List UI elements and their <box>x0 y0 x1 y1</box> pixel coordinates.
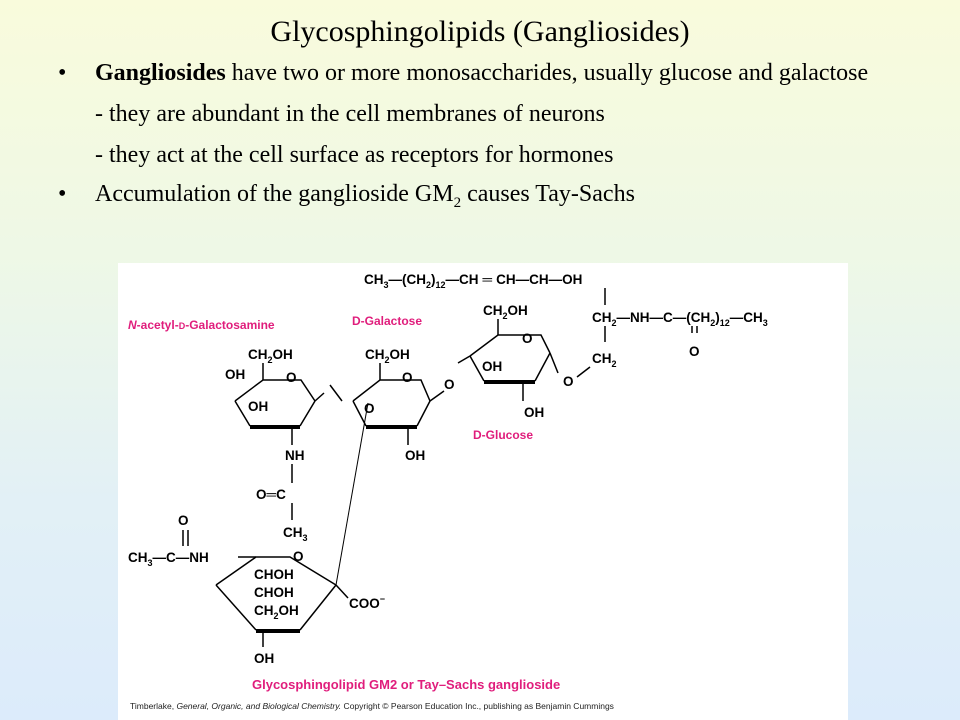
glycosidic-oxygen-2: O <box>444 377 455 392</box>
galactose-ring-top <box>352 379 431 402</box>
gm2-structure-diagram: CH3—(CH2)12—CH═CH—CH—OH CH2—NH—C—(CH2)12… <box>128 272 768 711</box>
amide-carbonyl: O═C <box>256 487 286 502</box>
sialic-ring-top <box>215 556 337 586</box>
glucose-label: D-Glucose <box>473 428 533 442</box>
ch2-linker: CH2 <box>592 351 617 369</box>
galnac-label: N-acetyl-D-Galactosamine <box>128 318 275 332</box>
bond <box>352 400 367 427</box>
glucose-oh: OH <box>482 359 502 374</box>
bond <box>534 352 551 382</box>
figure-credit: Timberlake, General, Organic, and Biolog… <box>130 701 614 711</box>
glucose-ch2oh: CH2OH <box>483 303 528 321</box>
sialic-galactose-link <box>335 402 369 586</box>
n-acetyl-group: CH3—C—NH <box>128 550 209 568</box>
sialic-carbonyl-o: O <box>178 513 189 528</box>
galnac-oh-top: OH <box>225 367 245 382</box>
galactose-ring-o-link: O <box>364 401 375 416</box>
galnac-ring-top <box>234 379 316 402</box>
acetyl-ch3: CH3 <box>283 525 308 543</box>
bond <box>299 584 337 631</box>
bond <box>469 355 485 382</box>
galnac-oh: OH <box>248 399 268 414</box>
glycosidic-oxygen: O <box>563 374 574 389</box>
sub-point-receptors: - they act at the cell surface as recept… <box>95 142 614 168</box>
structure-figure: CH3—(CH2)12—CH═CH—CH—OH CH2—NH—C—(CH2)12… <box>118 263 848 720</box>
bond <box>299 400 316 427</box>
galnac-ch2oh: CH2OH <box>248 347 293 365</box>
subscript: 2 <box>453 194 462 211</box>
galactose-ring-oxygen: O <box>402 370 413 385</box>
carboxylate: COO− <box>349 594 385 611</box>
glucose-oh-2: OH <box>524 405 544 420</box>
bullet-text: Accumulation of the ganglioside GM <box>95 181 454 207</box>
bullet-text: have two or more monosaccharides, usuall… <box>225 60 869 86</box>
carbonyl-oxygen: O <box>689 344 700 359</box>
bond <box>549 352 559 374</box>
glucose-ring-oxygen: O <box>522 331 533 346</box>
bond <box>576 366 591 378</box>
figure-caption: Glycosphingolipid GM2 or Tay–Sachs gangl… <box>252 677 560 692</box>
galnac-nh: NH <box>285 448 305 463</box>
glucose-ring-top <box>469 334 551 357</box>
galactose-label: D-Galactose <box>352 314 422 328</box>
bond <box>329 384 343 402</box>
sialic-ring-oxygen: O <box>293 549 304 564</box>
sialic-oh: OH <box>254 651 274 666</box>
sphingosine-chain: CH3—(CH2)12—CH═CH—CH—OH <box>364 272 582 290</box>
bond <box>457 355 471 364</box>
galactose-oh: OH <box>405 448 425 463</box>
sialic-choh-1: CHOH <box>254 567 294 582</box>
bond <box>314 392 325 402</box>
bond <box>429 390 445 402</box>
sialic-choh-2: CHOH <box>254 585 294 600</box>
bullet-bold-term: Gangliosides <box>95 60 226 86</box>
bond <box>234 400 251 427</box>
bullet-tay-sachs: • Accumulation of the ganglioside GM2 ca… <box>58 181 938 211</box>
bullet-dot: • <box>58 181 67 207</box>
bond <box>416 400 431 427</box>
galactose-ch2oh: CH2OH <box>365 347 410 365</box>
bond <box>335 584 349 599</box>
sub-point-neurons: - they are abundant in the cell membrane… <box>95 101 605 127</box>
bond <box>215 584 257 631</box>
ceramide-chain: CH2—NH—C—(CH2)12—CH3 <box>592 310 768 328</box>
bullet-text-end: causes Tay-Sachs <box>461 181 635 207</box>
bullet-dot: • <box>58 60 67 86</box>
sialic-ch2oh: CH2OH <box>254 603 299 621</box>
bullet-list: • Gangliosides have two or more monosacc… <box>58 60 938 211</box>
galnac-ring-oxygen: O <box>286 370 297 385</box>
slide-title: Glycosphingolipids (Gangliosides) <box>270 15 690 48</box>
bullet-gangliosides: • Gangliosides have two or more monosacc… <box>58 60 938 87</box>
